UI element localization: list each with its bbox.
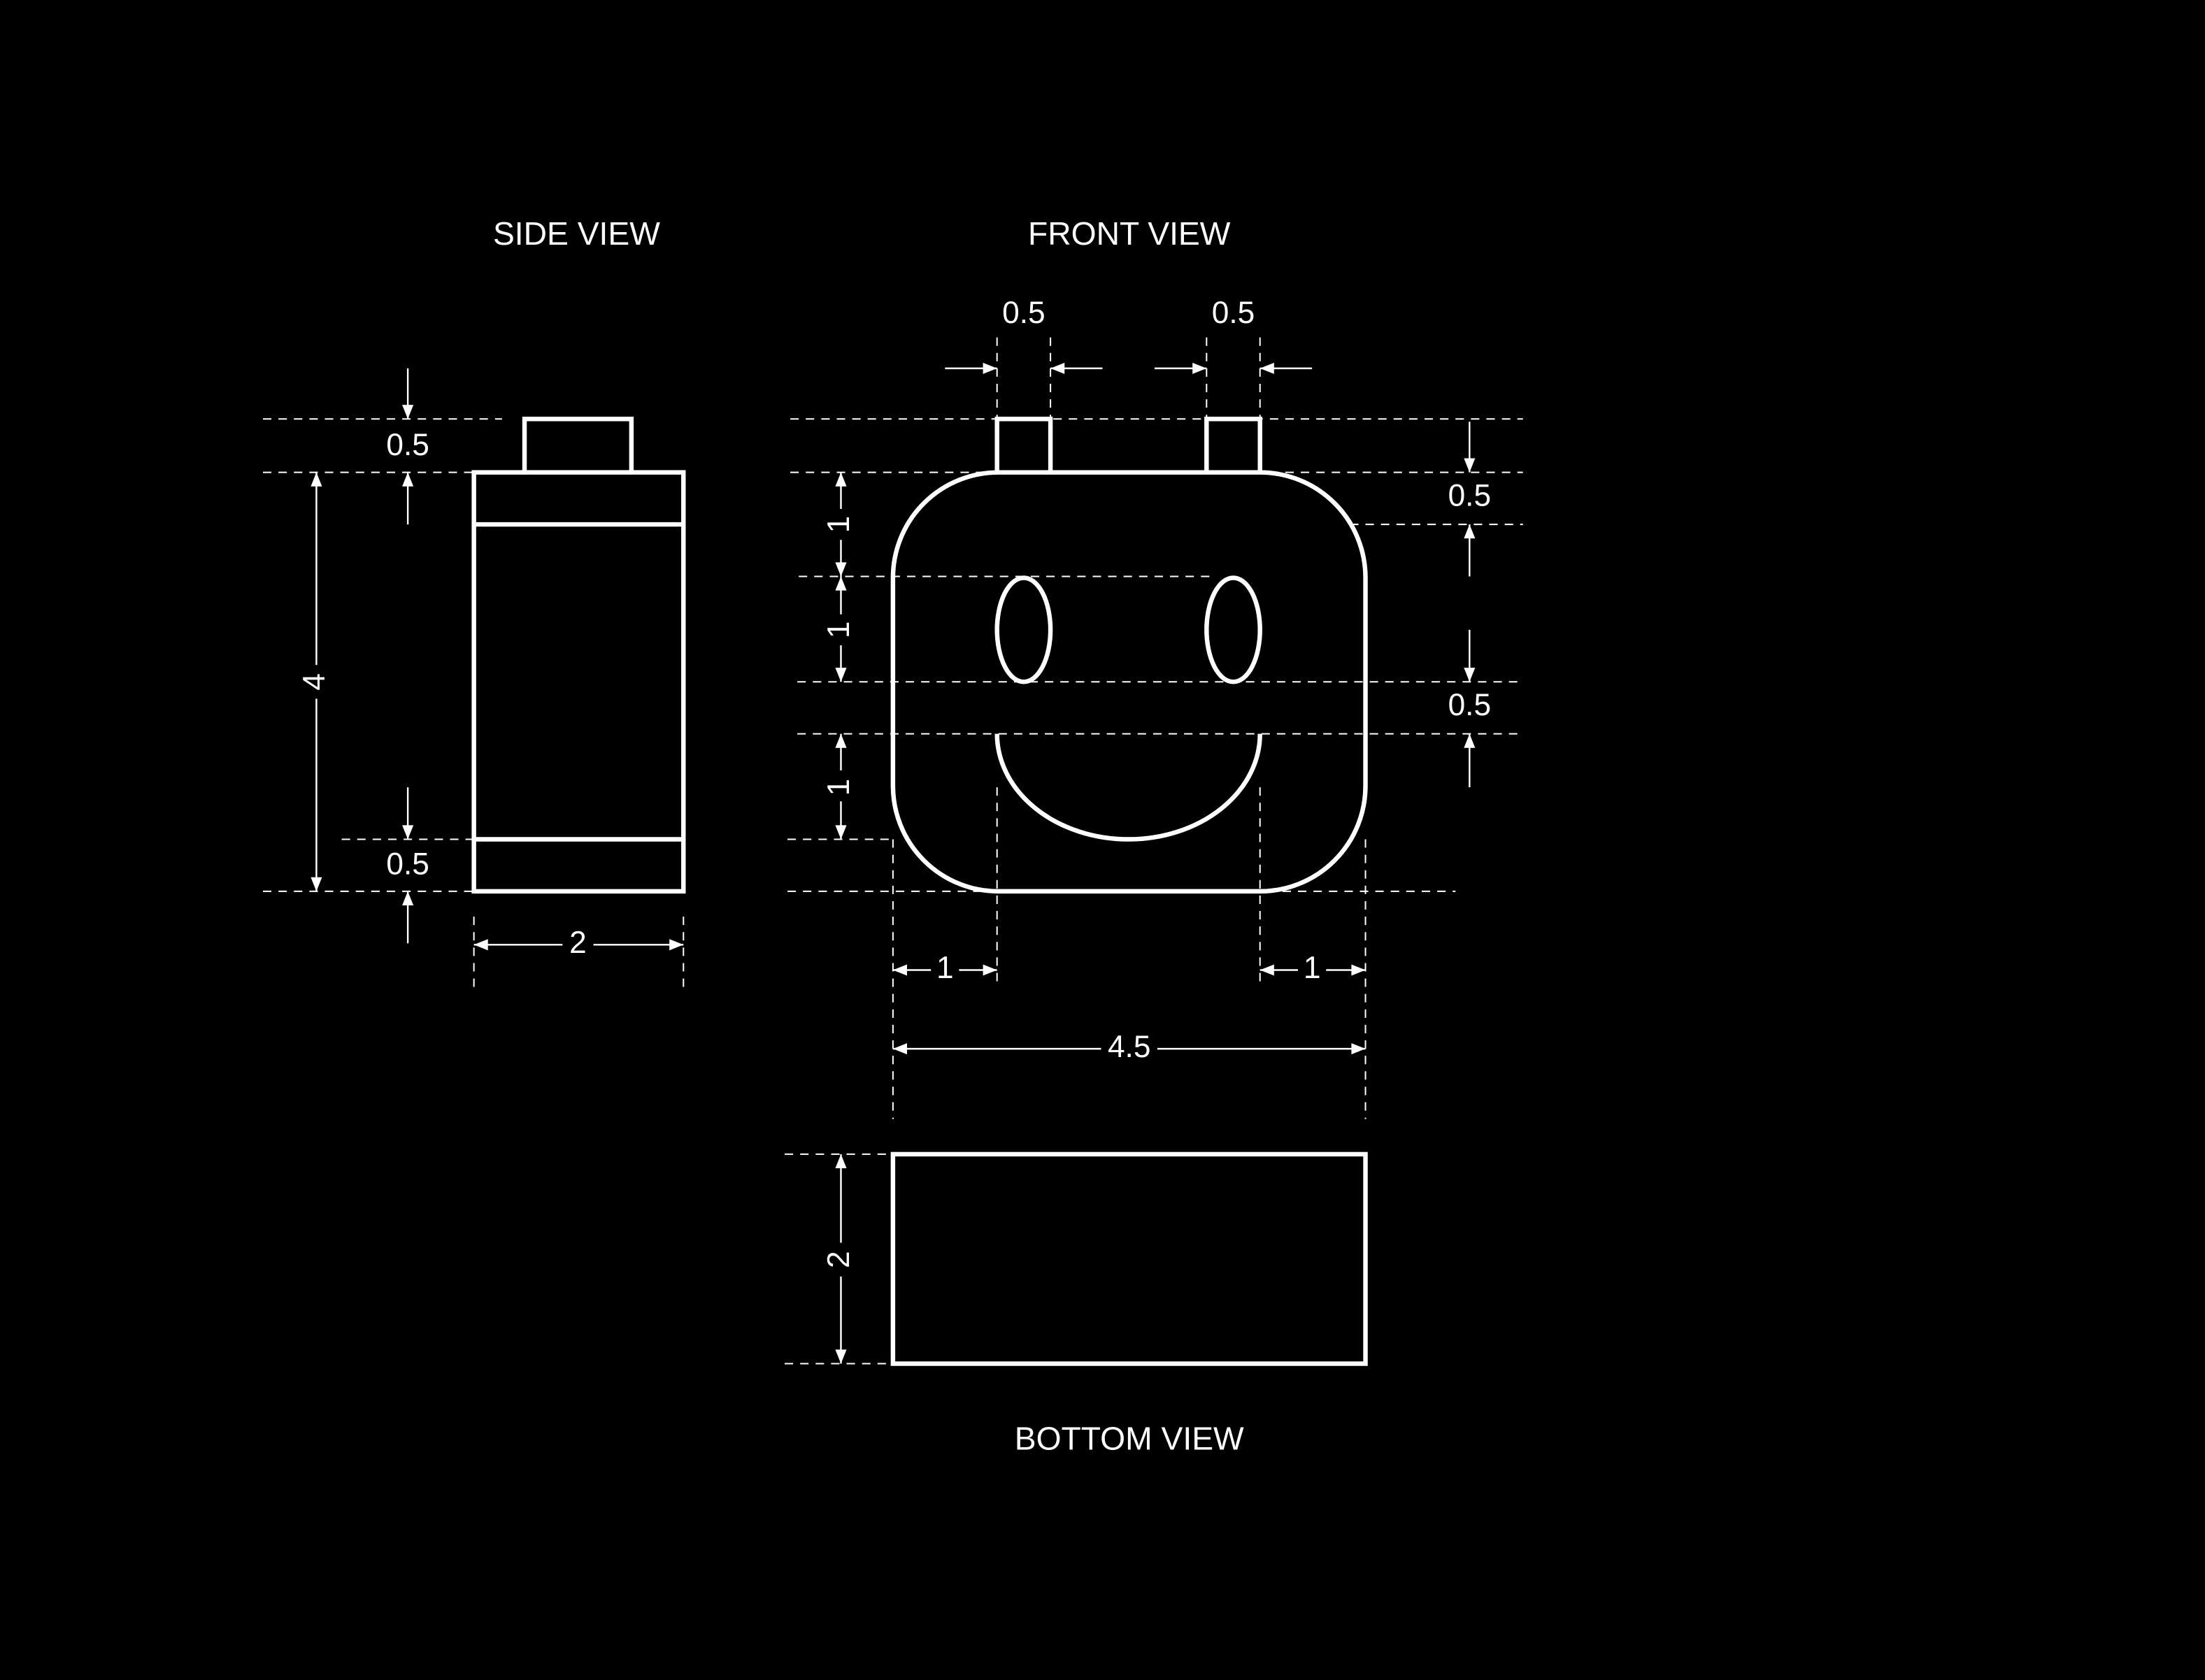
smile xyxy=(994,733,1262,842)
left-dim-1-label: 1 xyxy=(822,516,856,533)
front-view-title: FRONT VIEW xyxy=(1028,215,1231,252)
right-eye xyxy=(1204,575,1262,684)
left-dim-2-label: 1 xyxy=(822,622,856,639)
side-tab-height-label: 0.5 xyxy=(386,428,429,462)
right-tab-width-label: 0.5 xyxy=(1212,296,1255,330)
side-height-label: 4 xyxy=(297,673,331,691)
side-band-height-label: 0.5 xyxy=(386,847,429,881)
overall-width-label: 4.5 xyxy=(1108,1030,1150,1064)
side-tab xyxy=(522,417,634,473)
side-body xyxy=(471,470,686,894)
left-eye xyxy=(994,575,1053,684)
top-offset-label: 0.5 xyxy=(1448,479,1491,513)
front-view: 0.5 0.5 0.5 0.5 1 1 1 1 1 4.5 xyxy=(787,296,1523,1119)
side-view: 4 0.5 0.5 2 xyxy=(263,368,686,987)
bottom-view: 2 xyxy=(785,1151,1368,1366)
mid-offset-label: 0.5 xyxy=(1448,688,1491,722)
bottom-right-dim-label: 1 xyxy=(1304,951,1321,985)
front-left-tab xyxy=(994,417,1053,473)
left-tab-width-label: 0.5 xyxy=(1002,296,1045,330)
bottom-view-title: BOTTOM VIEW xyxy=(1015,1420,1244,1456)
side-view-title: SIDE VIEW xyxy=(493,215,660,252)
bottom-depth-label: 2 xyxy=(822,1251,856,1268)
left-dim-3-label: 1 xyxy=(822,779,856,796)
side-width-label: 2 xyxy=(569,926,587,960)
front-right-tab xyxy=(1204,417,1262,473)
bottom-body xyxy=(890,1151,1368,1366)
bottom-left-dim-label: 1 xyxy=(936,951,954,985)
